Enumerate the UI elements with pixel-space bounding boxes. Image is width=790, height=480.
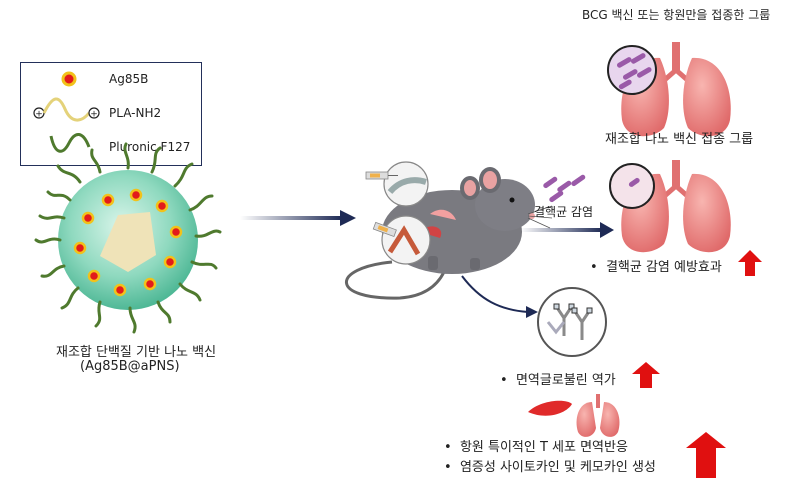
nanovaccine-label: 재조합 단백질 기반 나노 백신 xyxy=(56,345,217,360)
syringe-icon xyxy=(372,221,397,238)
mouse-whiskers xyxy=(527,205,553,229)
pla-chain-icon: + + xyxy=(33,97,100,122)
antibody-outline xyxy=(553,303,593,314)
legend-box: + + Ag85B PLA-NH2 Pluronic F127 xyxy=(20,62,202,166)
outcome-tcell: • 항원 특이적인 T 세포 면역반응 xyxy=(444,440,628,455)
mouse-illustration xyxy=(345,167,553,300)
mouse-tail xyxy=(345,260,446,300)
antigen-dots xyxy=(73,188,183,297)
bacteria-icon xyxy=(616,53,652,90)
outcome-cytokine: • 염증성 사이토카인 및 케모카인 생성 xyxy=(444,460,656,475)
svg-text:+: + xyxy=(35,110,43,120)
pluronic-chains xyxy=(34,142,222,334)
bacteria-icon xyxy=(543,174,586,203)
infection-label: 결핵균 감염 xyxy=(534,205,594,219)
bcg-group-label: BCG 백신 또는 항원만을 접종한 그룹 xyxy=(582,8,771,22)
spleen-icon xyxy=(528,400,572,416)
increase-arrow-icon xyxy=(686,432,726,478)
arrow-to-mouse xyxy=(240,210,356,226)
outcome-cytokine-text: 염증성 사이토카인 및 케모카인 생성 xyxy=(459,460,656,475)
mouse-lung-mark xyxy=(430,209,456,220)
bacteria-icon xyxy=(628,177,640,187)
outcome-prevention-text: 결핵균 감염 예방효과 xyxy=(605,260,722,275)
nanoparticle-illustration xyxy=(34,142,222,334)
outcome-antibody-text: 면역글로불린 역가 xyxy=(515,373,616,388)
nano-group-label: 재조합 나노 백신 접종 그룹 xyxy=(605,132,754,147)
legend-label-ag85b: Ag85B xyxy=(109,72,149,86)
arrow-to-infected-lungs xyxy=(520,222,614,238)
outcome-prevention: • 결핵균 감염 예방효과 xyxy=(590,260,722,275)
right-lung xyxy=(683,57,731,137)
antigen-dot-icon xyxy=(61,71,77,87)
mouse-eye xyxy=(509,197,515,203)
pluronic-chain-icon xyxy=(49,133,91,153)
right-lung xyxy=(683,173,731,253)
outcome-antibody: • 면역글로불린 역가 xyxy=(500,373,616,388)
increase-arrow-icon xyxy=(632,362,660,388)
svg-text:+: + xyxy=(90,110,98,120)
antibody-illustration xyxy=(537,287,607,357)
lungs-bcg-group xyxy=(607,42,731,137)
injection-inset-top xyxy=(365,161,429,207)
antibody-icon xyxy=(546,305,592,340)
syringe-icon xyxy=(365,171,398,180)
lungs-nano-group xyxy=(609,160,731,253)
arrow-to-antibody xyxy=(461,275,538,318)
legend-icons: + + xyxy=(33,71,100,153)
increase-arrow-icon xyxy=(738,250,762,276)
legend-label-pla: PLA-NH2 xyxy=(109,106,162,120)
nanoparticle-crystal xyxy=(100,212,156,272)
small-lungs-icon xyxy=(576,394,620,437)
injection-inset-bottom xyxy=(372,215,431,265)
outcome-tcell-text: 항원 특이적인 T 세포 면역반응 xyxy=(459,440,628,455)
nanovaccine-label-code: (Ag85B@aPNS) xyxy=(80,359,180,374)
legend-label-pluronic: Pluronic F127 xyxy=(109,140,191,154)
